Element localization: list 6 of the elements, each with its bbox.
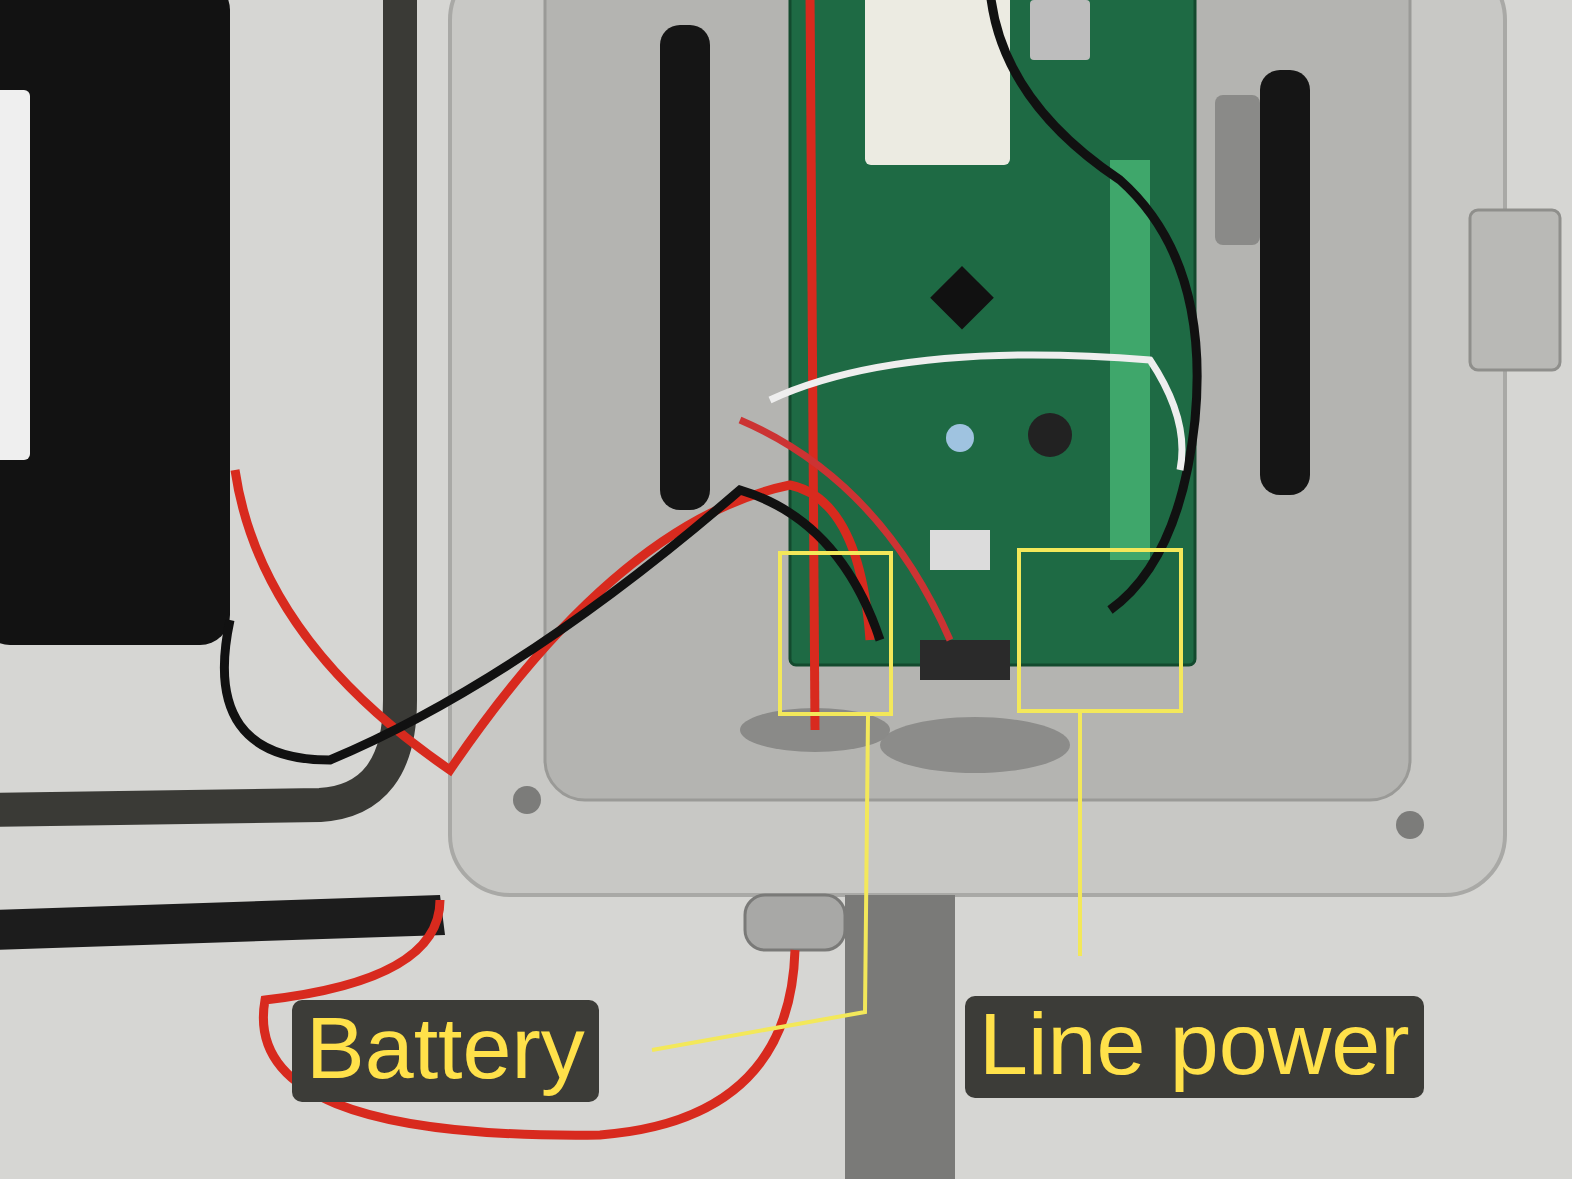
highlight-box xyxy=(1017,548,1183,713)
leader-line xyxy=(1078,713,1082,956)
callout-label: Battery xyxy=(292,1000,599,1102)
callout-label: Line power xyxy=(965,996,1424,1098)
highlight-box xyxy=(778,551,893,716)
leader-line xyxy=(651,716,870,1052)
